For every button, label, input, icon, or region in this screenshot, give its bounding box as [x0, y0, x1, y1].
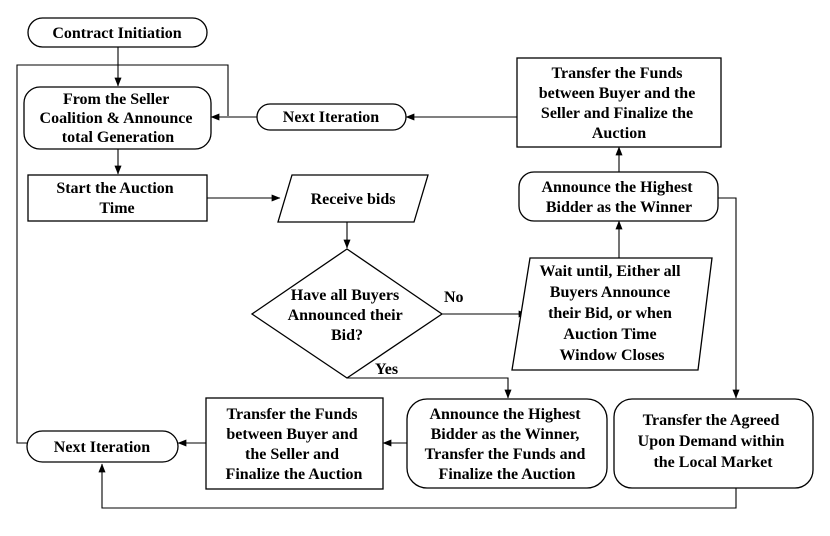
edge-decision-to-announce-bottom	[347, 377, 512, 399]
receive-bids-label: Receive bids	[311, 191, 396, 208]
edge-demand-to-next-bottom	[98, 463, 737, 509]
next-iteration-top-node: Next Iteration	[256, 103, 407, 131]
transfer-funds-top-label: Transfer the Funds between Buyer and the…	[539, 65, 700, 142]
start-auction-label: Start the Auction Time	[56, 180, 177, 217]
transfer-funds-bottom-label: Transfer the Funds between Buyer and the…	[226, 406, 363, 483]
buyers-decision-node: Have all Buyers Announced their Bid?	[250, 248, 444, 379]
contract-initiation-label: Contract Initiation	[52, 25, 181, 42]
announce-winner-bottom-label: Announce the Highest Bidder as the Winne…	[425, 406, 590, 483]
connectors	[16, 47, 740, 509]
receive-bids-node: Receive bids	[277, 174, 429, 223]
contract-initiation-node: Contract Initiation	[27, 17, 208, 48]
edge-loop-top	[118, 64, 229, 116]
transfer-demand-label: Transfer the Agreed Upon Demand within t…	[638, 412, 789, 471]
seller-coalition-node: From the Seller Coalition & Announce tot…	[23, 86, 212, 150]
buyers-decision-label: Have all Buyers Announced their Bid?	[288, 287, 407, 344]
edge-loop-left	[16, 64, 118, 444]
no-label: No	[444, 289, 464, 306]
announce-winner-bottom-node: Announce the Highest Bidder as the Winne…	[406, 398, 608, 489]
next-iteration-top-label: Next Iteration	[283, 109, 380, 126]
announce-winner-top-node: Announce the Highest Bidder as the Winne…	[518, 171, 719, 222]
next-iteration-bottom-node: Next Iteration	[26, 430, 179, 463]
edge-announce-to-demand	[718, 197, 740, 399]
transfer-demand-node: Transfer the Agreed Upon Demand within t…	[613, 398, 814, 489]
seller-coalition-label: From the Seller Coalition & Announce tot…	[40, 91, 197, 146]
transfer-funds-bottom-node: Transfer the Funds between Buyer and the…	[205, 397, 384, 490]
transfer-funds-top-node: Transfer the Funds between Buyer and the…	[516, 57, 722, 148]
wait-until-node: Wait until, Either all Buyers Announce t…	[511, 257, 713, 371]
next-iteration-bottom-label: Next Iteration	[54, 439, 151, 456]
announce-winner-top-label: Announce the Highest Bidder as the Winne…	[541, 179, 696, 216]
yes-label: Yes	[375, 361, 398, 378]
wait-until-label: Wait until, Either all Buyers Announce t…	[539, 263, 684, 364]
start-auction-node: Start the Auction Time	[27, 174, 208, 222]
